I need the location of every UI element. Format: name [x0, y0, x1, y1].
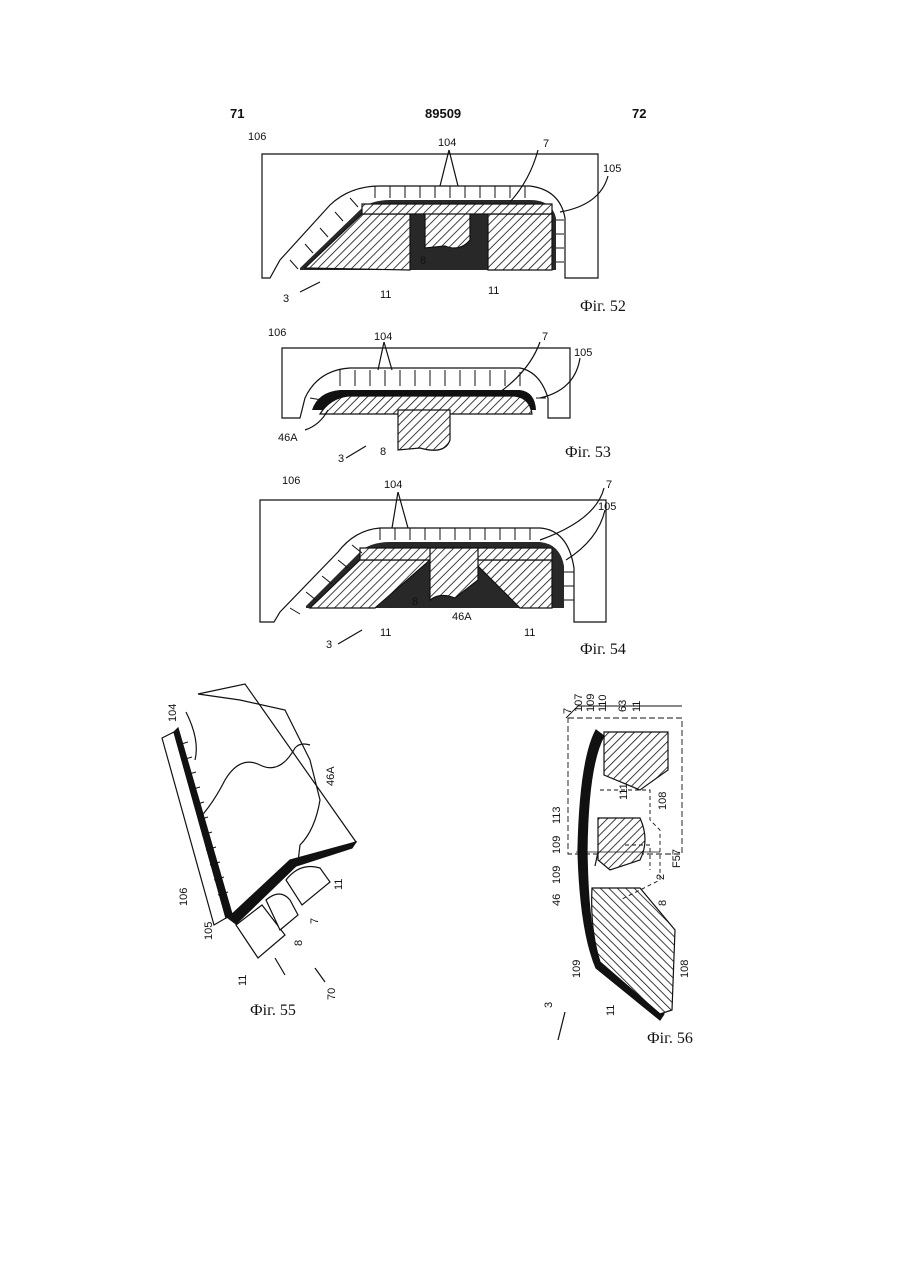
label-106: 106 — [282, 475, 300, 487]
label-8: 8 — [380, 446, 386, 458]
label-105: 105 — [598, 501, 616, 513]
part-11-right — [488, 214, 552, 270]
label-11: 11 — [333, 879, 345, 890]
label-46A: 46A — [452, 611, 472, 623]
part-8 — [398, 410, 450, 450]
label-104: 104 — [374, 331, 392, 343]
label-F57: F57 — [671, 849, 683, 868]
label-104: 104 — [384, 479, 402, 491]
label-8: 8 — [657, 900, 669, 906]
label-11: 11 — [631, 701, 643, 712]
label-8: 8 — [293, 940, 305, 946]
label-11: 11 — [605, 1005, 617, 1016]
label-107: 107 — [573, 694, 585, 712]
label-2: 2 — [655, 874, 667, 880]
label-3: 3 — [326, 639, 332, 651]
label-11: 11 — [488, 285, 499, 297]
label-3: 3 — [338, 453, 344, 465]
arrow-3 — [300, 282, 320, 292]
part-11-b — [286, 867, 330, 906]
figure-53 — [282, 342, 580, 458]
label-7: 7 — [606, 479, 612, 491]
label-108: 108 — [657, 792, 669, 810]
label-106: 106 — [178, 888, 190, 906]
label-70: 70 — [326, 988, 338, 1000]
label-106: 106 — [248, 131, 266, 143]
label-105: 105 — [574, 347, 592, 359]
label-109: 109 — [571, 960, 583, 978]
label-11: 11 — [380, 627, 391, 639]
label-108: 108 — [679, 960, 691, 978]
caption-fig-54: Фіг. 54 — [580, 641, 626, 658]
label-46: 46 — [551, 894, 563, 906]
part-11-top — [604, 732, 668, 790]
label-113: 113 — [551, 806, 563, 824]
caption-fig-53: Фіг. 53 — [565, 444, 611, 461]
arrow-3 — [346, 446, 366, 458]
caption-fig-56: Фіг. 56 — [647, 1030, 693, 1047]
label-7: 7 — [543, 138, 549, 150]
label-104: 104 — [167, 704, 179, 722]
label-11: 11 — [237, 975, 249, 986]
label-11: 11 — [380, 289, 391, 301]
figure-54 — [260, 488, 606, 644]
label-7: 7 — [542, 331, 548, 343]
label-109: 109 — [551, 866, 563, 884]
part-11-left — [305, 214, 410, 270]
label-63: 63 — [617, 700, 629, 712]
label-111: 111 — [618, 783, 630, 800]
label-7: 7 — [309, 918, 321, 924]
label-105: 105 — [603, 163, 621, 175]
arrow-3 — [338, 630, 362, 644]
label-46A: 46A — [325, 766, 337, 786]
caption-fig-55: Фіг. 55 — [250, 1002, 296, 1019]
label-110: 110 — [597, 694, 609, 712]
label-109: 109 — [585, 694, 597, 712]
plate-106 — [162, 732, 226, 925]
label-8: 8 — [412, 596, 418, 608]
label-109: 109 — [551, 836, 563, 854]
label-11: 11 — [524, 627, 535, 639]
label-3: 3 — [283, 293, 289, 305]
caption-fig-52: Фіг. 52 — [580, 298, 626, 315]
label-104: 104 — [438, 137, 456, 149]
label-8: 8 — [420, 255, 426, 267]
figure-52 — [262, 150, 608, 292]
label-3: 3 — [543, 1002, 555, 1008]
figure-56 — [558, 706, 682, 1040]
label-46A: 46A — [278, 432, 298, 444]
part-8 — [598, 818, 645, 870]
label-106: 106 — [268, 327, 286, 339]
label-105: 105 — [203, 922, 215, 940]
figure-55 — [162, 684, 356, 982]
top-bar — [362, 204, 552, 214]
arrow-3 — [558, 1012, 565, 1040]
